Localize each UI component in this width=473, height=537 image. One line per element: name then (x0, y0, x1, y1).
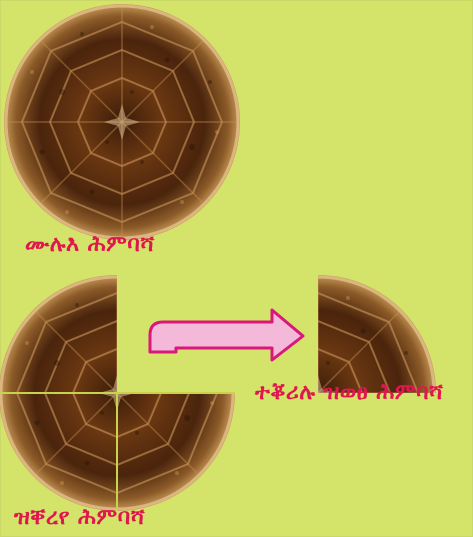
whole-injera-caption: ሙሉእ ሕምባሻ (25, 232, 155, 257)
whole-injera (4, 4, 240, 240)
taken-part-caption: ተቖሪሉ ዝወፀ ሕምባሻ (255, 380, 443, 405)
remaining-injera (0, 275, 235, 511)
right-arrow-icon (150, 310, 303, 360)
remaining-part-caption: ዝቐረየ ሕምባሻ (14, 505, 145, 530)
